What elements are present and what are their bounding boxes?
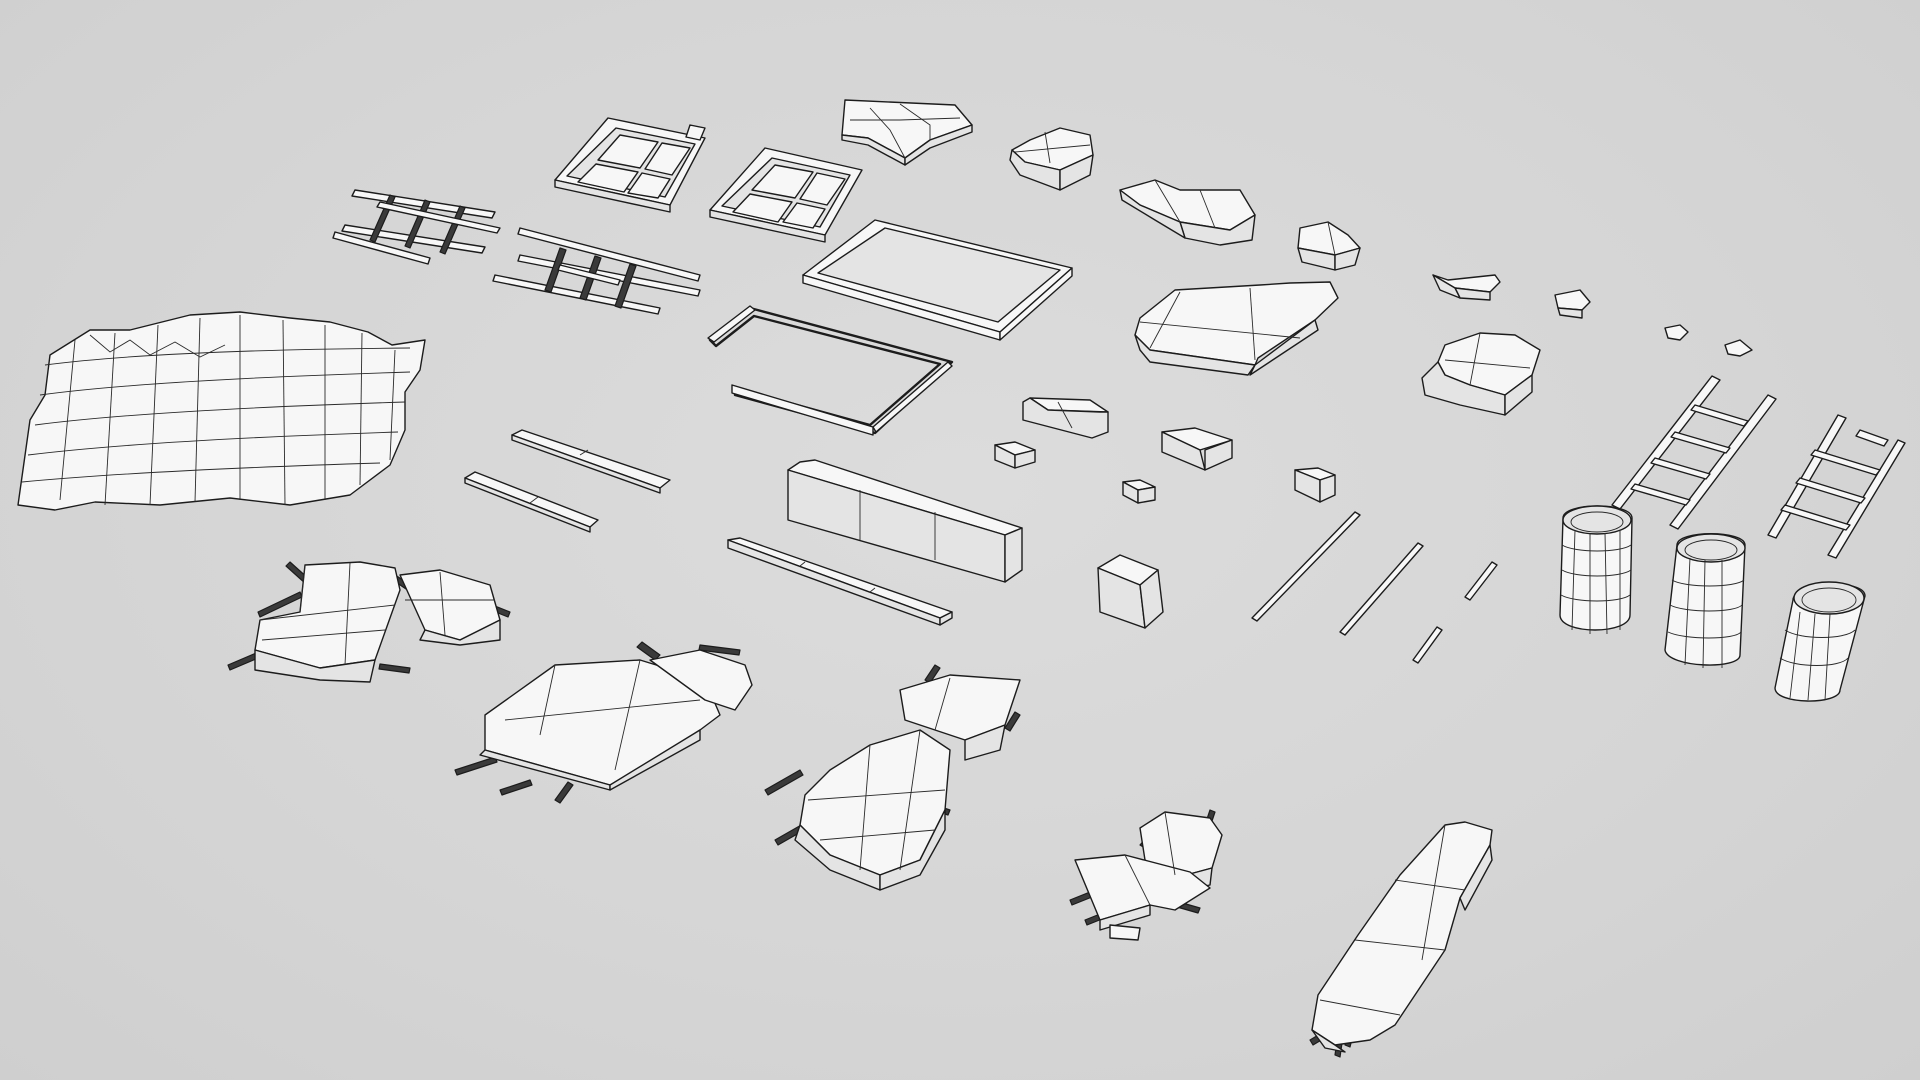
rock-3[interactable]: [1119, 179, 1256, 246]
plank-1[interactable]: [511, 429, 671, 494]
block-small-2[interactable]: [1122, 479, 1156, 504]
pole-1[interactable]: [1251, 511, 1361, 622]
wooden-frame-1[interactable]: [332, 189, 501, 265]
beam-thick[interactable]: [787, 459, 1023, 583]
plank-2[interactable]: [464, 471, 599, 533]
ladder-2[interactable]: [1767, 414, 1906, 559]
terrain-patch[interactable]: [17, 311, 426, 511]
rock-small-2[interactable]: [1724, 339, 1753, 357]
barrel-3[interactable]: [1774, 581, 1866, 702]
rock-1[interactable]: [841, 99, 973, 166]
pole-4[interactable]: [1412, 626, 1443, 664]
window-frame-2[interactable]: [709, 147, 863, 243]
stone-cube[interactable]: [1097, 554, 1164, 629]
rock-slab-large[interactable]: [1134, 281, 1339, 376]
rubble-debris-4[interactable]: [1069, 809, 1223, 941]
rock-5[interactable]: [1432, 274, 1501, 301]
rock-6[interactable]: [1554, 289, 1591, 319]
block-small-1[interactable]: [994, 441, 1036, 469]
rock-4[interactable]: [1297, 221, 1361, 271]
crate-1[interactable]: [1022, 397, 1109, 439]
pole-3[interactable]: [1464, 561, 1498, 601]
bracket-piece[interactable]: [1294, 467, 1336, 503]
rubble-debris-3[interactable]: [764, 664, 1021, 891]
pole-2[interactable]: [1339, 542, 1424, 636]
rock-small-1[interactable]: [1664, 324, 1689, 341]
barrel-2[interactable]: [1664, 533, 1746, 669]
crate-2[interactable]: [1161, 427, 1233, 471]
rubble-debris-1[interactable]: [227, 561, 511, 683]
window-frame-1[interactable]: [554, 117, 706, 213]
rect-frame-1[interactable]: [802, 219, 1073, 341]
rock-7[interactable]: [1421, 332, 1541, 416]
rubble-debris-2[interactable]: [454, 641, 753, 804]
rect-frame-2[interactable]: [707, 305, 954, 436]
beam-long[interactable]: [727, 537, 953, 626]
barrel-1[interactable]: [1559, 505, 1633, 635]
long-debris-column[interactable]: [1309, 821, 1493, 1058]
wooden-frame-2[interactable]: [492, 227, 701, 315]
ladder-1[interactable]: [1611, 375, 1777, 530]
rock-2[interactable]: [1009, 127, 1094, 191]
